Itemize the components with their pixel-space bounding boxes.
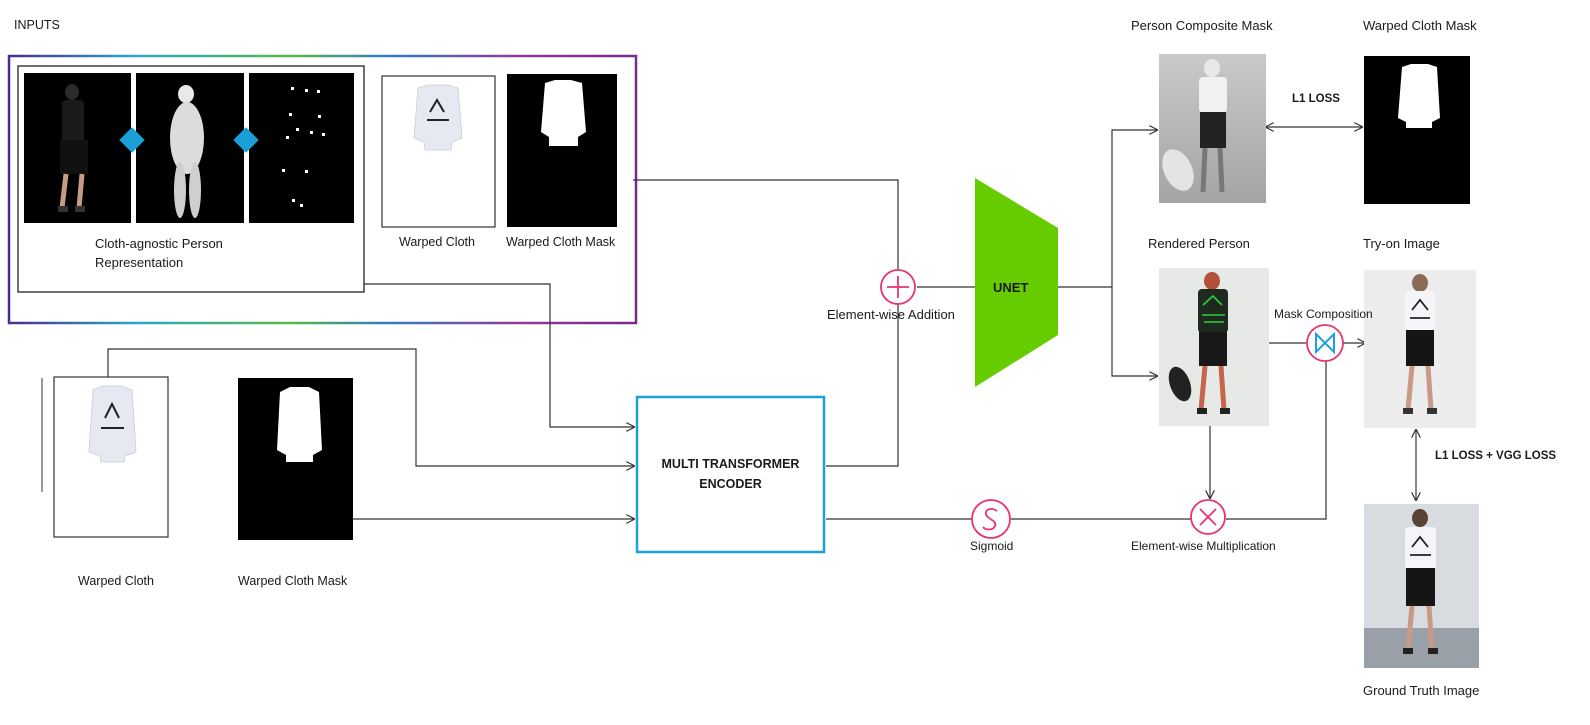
- times-circle-icon: [1190, 499, 1226, 535]
- wire-mult-to-comp: [1226, 360, 1327, 520]
- try-on-image: [1364, 270, 1476, 428]
- wire-encoder-to-add: [826, 303, 899, 467]
- wire-agnostic-to-encoder: [364, 283, 634, 427]
- encoder-box: [635, 395, 826, 554]
- wire-unet-to-composite: [1111, 130, 1157, 287]
- l1-loss-label: L1 LOSS: [1292, 93, 1340, 105]
- bottom-warped-cloth-label: Warped Cloth: [78, 574, 154, 588]
- person-composite-mask-image: [1159, 54, 1266, 203]
- plus-circle-icon: [880, 269, 916, 305]
- top-warped-cloth-mask-image: [507, 74, 617, 227]
- warped-cloth-mask-out-image: [1364, 56, 1470, 204]
- top-warped-cloth-label: Warped Cloth: [399, 235, 475, 249]
- rendered-person-image: [1159, 268, 1269, 426]
- agnostic-box: [17, 65, 365, 293]
- agnostic-pose-keypoints-image: [249, 73, 354, 223]
- agnostic-body-shape-image: [136, 73, 244, 223]
- bottom-warped-cloth-mask-image: [238, 378, 353, 540]
- ground-truth-image: [1364, 504, 1479, 668]
- l1-vgg-loss-label: L1 LOSS + VGG LOSS: [1435, 450, 1557, 462]
- try-on-image-label: Try-on Image: [1363, 236, 1440, 251]
- mask-composition-label: Mask Composition: [1274, 307, 1373, 321]
- agnostic-caption-line1: Cloth-agnostic Person: [95, 236, 223, 251]
- agnostic-caption-line2: Representation: [95, 255, 184, 270]
- unet-label: UNET: [993, 280, 1029, 295]
- wire-cloth-to-encoder: [107, 348, 634, 466]
- top-warped-cloth-image: [381, 75, 496, 228]
- person-composite-mask-label: Person Composite Mask: [1131, 18, 1273, 33]
- sigmoid-circle-icon: [971, 499, 1011, 539]
- encoder-label-line1: MULTI TRANSFORMER: [661, 457, 800, 471]
- warped-cloth-mask-out-label: Warped Cloth Mask: [1363, 18, 1477, 33]
- wire-unet-to-rendered: [1111, 287, 1157, 376]
- element-wise-addition-label: Element-wise Addition: [827, 307, 955, 322]
- wire-inputs-to-add: [633, 179, 899, 270]
- bottom-warped-cloth-mask-label: Warped Cloth Mask: [238, 574, 348, 588]
- top-warped-cloth-mask-label: Warped Cloth Mask: [506, 235, 616, 249]
- ground-truth-image-label: Ground Truth Image: [1363, 683, 1480, 698]
- element-wise-multiplication-label: Element-wise Multiplication: [1131, 539, 1276, 553]
- bowtie-circle-icon: [1306, 324, 1344, 362]
- inputs-frame: [7, 54, 638, 325]
- unet-shape: [975, 178, 1058, 387]
- rendered-person-label: Rendered Person: [1148, 236, 1250, 251]
- encoder-label-line2: ENCODER: [699, 477, 762, 491]
- inputs-label: INPUTS: [14, 18, 60, 32]
- bottom-warped-cloth-image: [41, 376, 169, 538]
- sigmoid-label: Sigmoid: [970, 539, 1014, 553]
- agnostic-person-image: [24, 73, 131, 223]
